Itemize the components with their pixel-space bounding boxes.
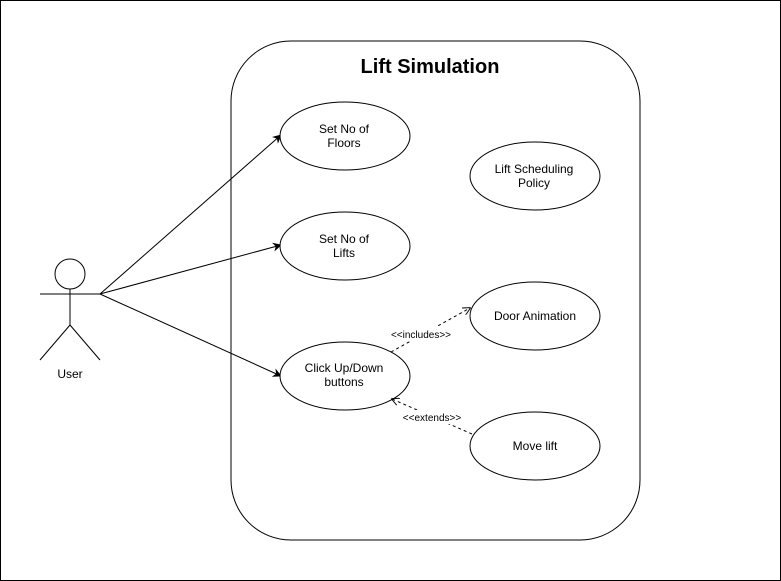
actor-label: User	[57, 367, 82, 381]
use-case-label: Lift Scheduling	[495, 162, 574, 176]
association-click-buttons	[99, 293, 282, 377]
association-set-lifts	[99, 242, 282, 295]
use-case-move-lift: Move lift	[469, 411, 601, 481]
use-case-label: Set No of	[319, 122, 370, 136]
system-title: Lift Simulation	[361, 56, 500, 78]
use-case-set-lifts: Set No of Lifts	[279, 211, 411, 281]
use-case-label: Door Animation	[494, 309, 576, 323]
use-case-set-floors: Set No of Floors	[279, 101, 411, 171]
use-case-label: Floors	[327, 136, 360, 150]
use-case-label: Set No of	[319, 232, 370, 246]
include-label: <<includes>>	[391, 330, 451, 341]
extend-label: <<extends>>	[403, 413, 462, 424]
use-case-label: buttons	[324, 375, 363, 389]
include-label-bg	[387, 327, 457, 341]
use-case-door-animation: Door Animation	[469, 281, 601, 351]
use-case-label: Lifts	[333, 246, 355, 260]
use-case-click-buttons: Click Up/Down buttons	[279, 341, 411, 411]
association-set-floors	[99, 134, 282, 295]
use-case-label: Move lift	[513, 439, 558, 453]
actor-left-leg	[39, 324, 71, 361]
use-case-label: Click Up/Down	[305, 361, 384, 375]
actor-user	[39, 258, 101, 361]
actor-head	[54, 258, 86, 290]
use-case-scheduling: Lift Scheduling Policy	[469, 141, 601, 211]
actor-right-leg	[69, 324, 101, 361]
extend-label-bg	[399, 410, 467, 424]
use-case-label: Policy	[518, 176, 550, 190]
